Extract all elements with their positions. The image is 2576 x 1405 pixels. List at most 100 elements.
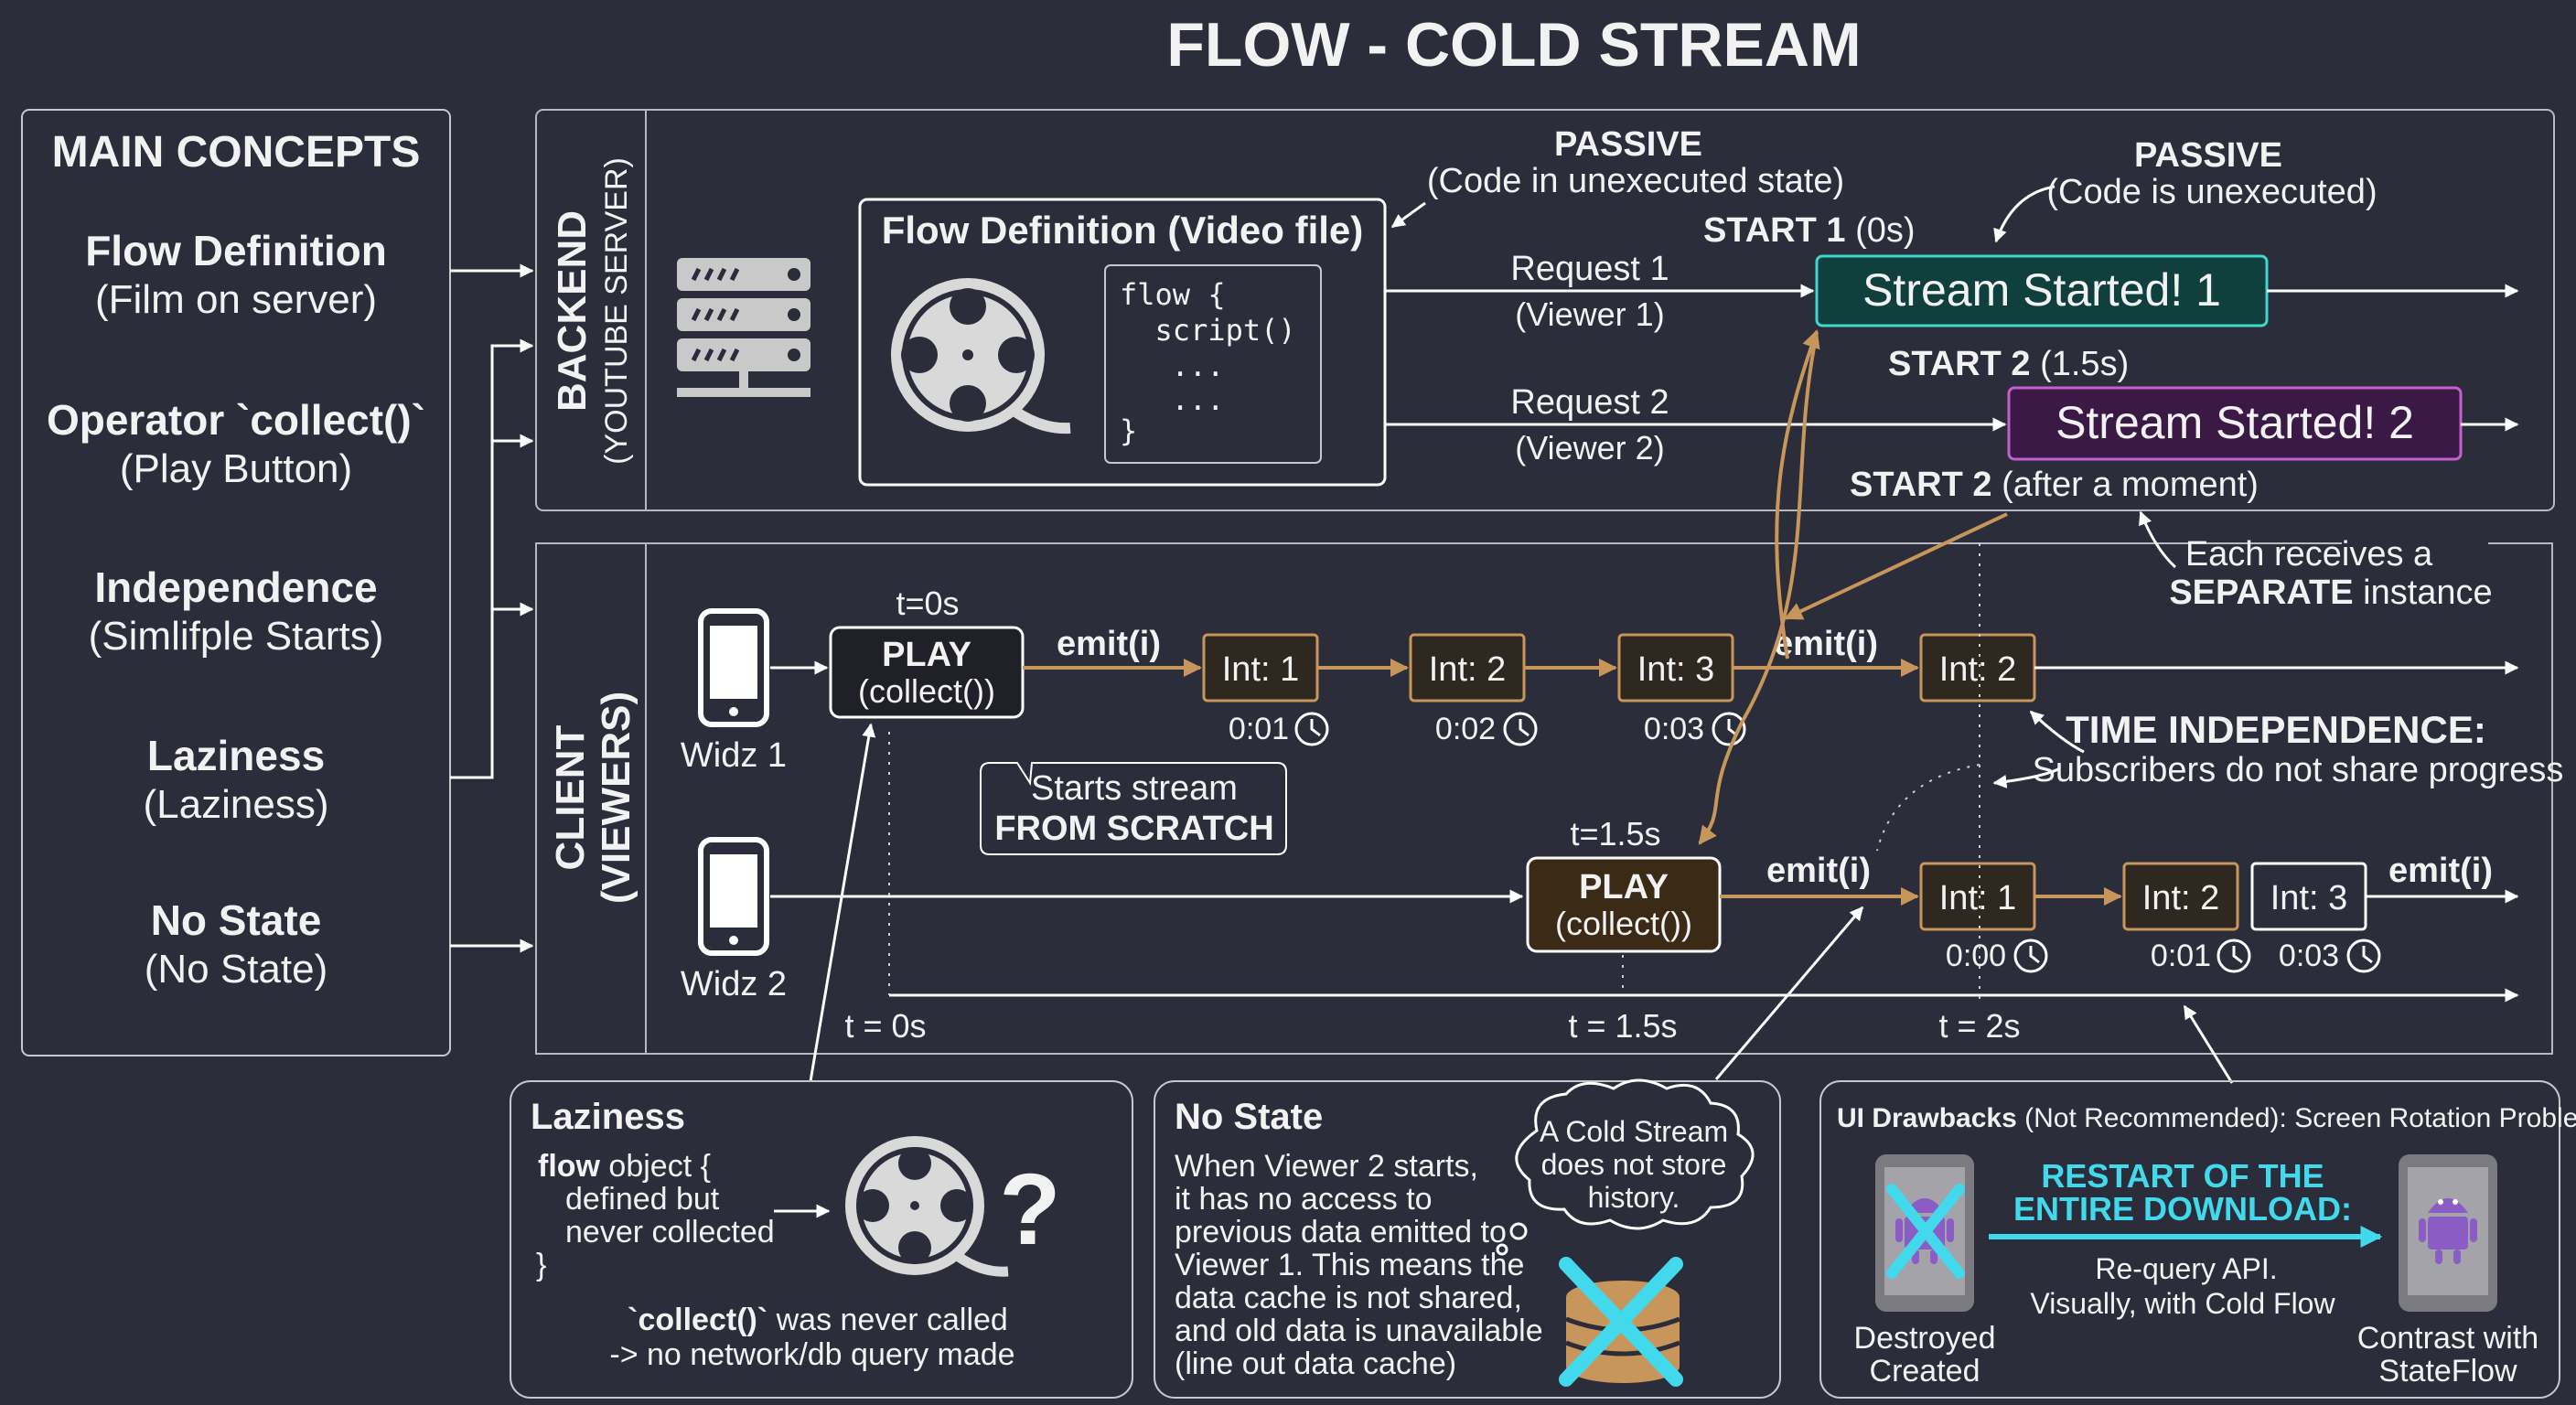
passive2-title: PASSIVE xyxy=(2134,136,2282,175)
drawbacks-panel: UI Drawbacks (Not Recommended): Screen R… xyxy=(1819,1080,2576,1399)
axis-label-1-5s: t = 1.5s xyxy=(1568,1007,1677,1045)
phone-android-icon xyxy=(2399,1154,2497,1312)
start1-label: START 1 (0s) xyxy=(1703,211,1916,250)
phone-icon xyxy=(698,837,769,956)
start2-label: START 2 (1.5s) xyxy=(1888,345,2129,383)
int-box: Int: 2 xyxy=(1409,633,1526,702)
t0-label: t=0s xyxy=(896,585,959,622)
separate-line2: SEPARATE instance xyxy=(2169,574,2492,612)
flow-definition-box xyxy=(858,198,1387,487)
clock-icon xyxy=(1712,712,1746,746)
client-label: CLIENT xyxy=(548,724,593,870)
pointer-lines xyxy=(809,723,2234,1084)
cloud-icon xyxy=(1496,1078,1755,1256)
time-independence-desc: Subscribers do not share progress xyxy=(2033,751,2564,789)
play-label: PLAY xyxy=(1579,868,1669,906)
no-state-line: and old data is unavailable xyxy=(1175,1314,1543,1348)
ti-arrow-down xyxy=(1992,767,2061,788)
clock-icon xyxy=(2216,938,2251,973)
start2b-label: START 2 (after a moment) xyxy=(1850,466,2259,504)
stream2-label: Stream Started! 2 xyxy=(2055,397,2414,448)
stream1-label: Stream Started! 1 xyxy=(1862,264,2221,316)
collect-label: (collect()) xyxy=(1555,905,1692,942)
play-button-2[interactable] xyxy=(1526,856,1722,953)
passive1-arrow xyxy=(1390,201,1426,229)
svg-text:Int: 3: Int: 3 xyxy=(2270,879,2348,917)
laziness-code1: flow object { xyxy=(538,1149,711,1184)
int-box: Int: 1 xyxy=(1202,633,1319,702)
int-box: Int: 2 xyxy=(2122,862,2239,931)
laziness-code4: } xyxy=(536,1248,546,1282)
int-box: Int: 3 xyxy=(1617,633,1734,702)
no-state-title: No State xyxy=(1175,1097,1323,1137)
code-line: } xyxy=(1120,413,1137,448)
clock-icon xyxy=(2346,938,2381,973)
code-line: ... xyxy=(1136,349,1224,383)
int-box: Int: 1 xyxy=(1919,862,2036,931)
no-state-line: (line out data cache) xyxy=(1175,1346,1456,1381)
laziness-code2: defined but xyxy=(565,1182,720,1217)
restart-line2: ENTIRE DOWNLOAD: xyxy=(2013,1190,2352,1228)
passive1-desc: (Code in unexecuted state) xyxy=(1427,162,1844,200)
concept-name: Operator `collect()` xyxy=(47,396,425,444)
backend-sublabel: (YOUTUBE SERVER) xyxy=(599,157,634,465)
svg-text:Int: 2: Int: 2 xyxy=(1429,650,1507,689)
widz1-label: Widz 1 xyxy=(681,736,787,775)
client-sublabel: (VIEWERS) xyxy=(594,692,639,904)
code-line: ... xyxy=(1136,382,1224,417)
main-concepts-panel: MAIN CONCEPTS Flow Definition (Film on s… xyxy=(21,109,451,1056)
time-independence-title: TIME INDEPENDENCE: xyxy=(2066,708,2486,751)
collect-label: (collect()) xyxy=(858,672,995,710)
no-state-line: data cache is not shared, xyxy=(1175,1281,1522,1315)
clock-icon xyxy=(1503,712,1538,746)
svg-text:Int: 1: Int: 1 xyxy=(1222,650,1300,689)
code-line: flow { xyxy=(1120,277,1226,312)
concept-desc: (Simlifple Starts) xyxy=(89,614,384,659)
svg-text:Int: 1: Int: 1 xyxy=(1939,879,2017,917)
concept-desc: (No State) xyxy=(145,947,328,992)
concept-name: Laziness xyxy=(147,732,325,779)
time-label: 0:03 xyxy=(1644,712,1704,746)
client-panel: CLIENT (VIEWERS) Widz 1 Widz 2 t=0s PLAY… xyxy=(535,329,2564,1055)
int-box: Int: 2 xyxy=(1919,633,2036,702)
concept-desc: (Laziness) xyxy=(144,782,329,827)
code-box xyxy=(1104,264,1322,464)
emit-label: emit(i) xyxy=(1057,625,1161,663)
svg-text:Int: 3: Int: 3 xyxy=(1637,650,1715,689)
laziness-panel: Laziness flow object { defined but never… xyxy=(510,1080,1133,1399)
page-title: FLOW - COLD STREAM xyxy=(1166,10,1861,80)
passive2-arrow xyxy=(1993,185,2055,243)
play-button-1[interactable] xyxy=(829,626,1025,719)
t15-label: t=1.5s xyxy=(1570,815,1660,853)
time-label: 0:03 xyxy=(2279,938,2339,973)
concept-desc: (Film on server) xyxy=(95,277,377,322)
orange-link-start1 xyxy=(1775,329,1820,660)
ti-arrow-up xyxy=(2029,710,2085,754)
requery-label: Re-query API. xyxy=(2095,1252,2277,1285)
orange-link-down xyxy=(1698,332,1819,845)
request1-label: Request 1 xyxy=(1510,250,1669,288)
play-label: PLAY xyxy=(882,636,971,674)
separate-arrow xyxy=(2139,510,2177,569)
left-caption-2: Created xyxy=(1870,1354,1980,1389)
phone-icon xyxy=(698,608,769,727)
cloud-line: history. xyxy=(1588,1181,1680,1214)
svg-text:Int: 2: Int: 2 xyxy=(1939,650,2017,689)
visually-label: Visually, with Cold Flow xyxy=(2030,1287,2335,1320)
phone-destroyed-icon xyxy=(1875,1154,1974,1312)
no-state-line: it has no access to xyxy=(1175,1182,1433,1217)
time-label: 0:00 xyxy=(1946,938,2006,973)
separate-line1: Each receives a xyxy=(2185,535,2433,574)
viewer2-label: (Viewer 2) xyxy=(1515,429,1664,467)
concepts-heading: MAIN CONCEPTS xyxy=(52,128,421,177)
cloud-line: A Cold Stream xyxy=(1540,1115,1728,1148)
laziness-code3: never collected xyxy=(565,1215,775,1249)
server-icon xyxy=(677,258,810,397)
laziness-title: Laziness xyxy=(531,1097,685,1137)
scratch-callout xyxy=(980,762,1287,855)
scratch-line2: FROM SCRATCH xyxy=(994,810,1273,848)
time-label: 0:01 xyxy=(1229,712,1289,746)
emit-label: emit(i) xyxy=(2388,852,2493,890)
concept-name: No State xyxy=(151,896,322,944)
